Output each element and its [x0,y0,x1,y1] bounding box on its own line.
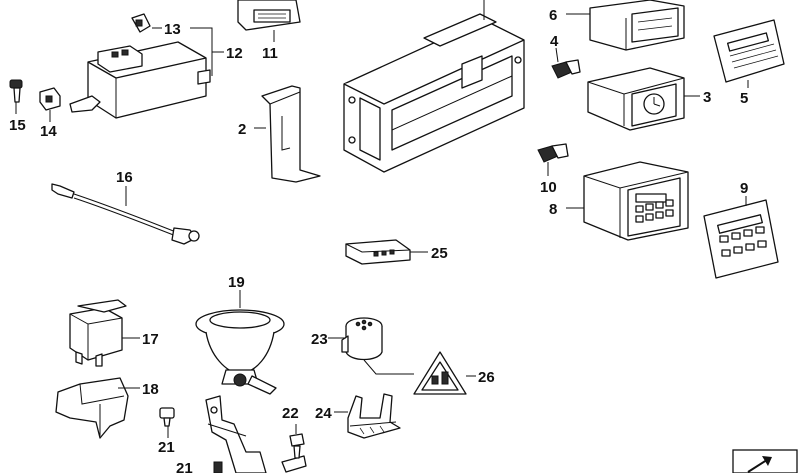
part-18-bracket [55,377,129,439]
part-6-unit [589,0,685,51]
part-1-mounting-frame [343,0,525,173]
callout-12: 12 [226,45,243,62]
part-8-control-unit [583,161,689,241]
callout-13: 13 [164,21,181,38]
part-20-horn-bracket [205,395,307,473]
part-17-relay [69,299,127,367]
part-19-horn [195,309,285,395]
callout-17: 17 [142,331,159,348]
warning-triangle-icon [413,351,467,395]
part-9-faceplate [703,199,779,279]
part-12-control-module [69,41,211,119]
part-2-bracket [261,85,321,183]
part-16-sensor-cable [51,183,200,245]
callout-15: 15 [9,117,26,134]
part-23-connector [341,317,383,361]
callout-11: 11 [262,45,278,62]
part-5-faceplate [713,19,785,83]
navigation-arrow-icon[interactable] [732,449,798,473]
callout-6: 6 [549,7,557,24]
callout-9: 9 [740,180,748,197]
callout-16: 16 [116,169,133,186]
callout-18: 18 [142,381,159,398]
callout-3: 3 [703,89,711,106]
callout-10: 10 [540,179,557,196]
part-22-bolt [289,433,305,459]
part-11-module [237,0,301,31]
part-3-clock [587,67,685,131]
callout-2: 2 [238,121,246,138]
part-4-bulb [551,59,581,79]
callout-22: 22 [282,405,299,422]
part-14-clip [39,87,61,111]
part-15-screw [9,79,23,103]
callout-19: 19 [228,274,245,291]
callout-8: 8 [549,201,557,218]
callout-14: 14 [40,123,57,140]
callout-5: 5 [740,90,748,107]
callout-23: 23 [311,331,328,348]
callout-26: 26 [478,369,495,386]
callout-25: 25 [431,245,448,262]
part-10-bulb [537,143,569,163]
part-24-holder [347,393,401,439]
callout-24: 24 [315,405,332,422]
part-13-fuse [131,13,151,33]
callout-21a: 21 [158,439,175,456]
part-21-screw [159,407,175,427]
callout-21b: 21 [176,460,193,473]
callout-4: 4 [550,33,559,50]
part-25-module [345,239,411,265]
